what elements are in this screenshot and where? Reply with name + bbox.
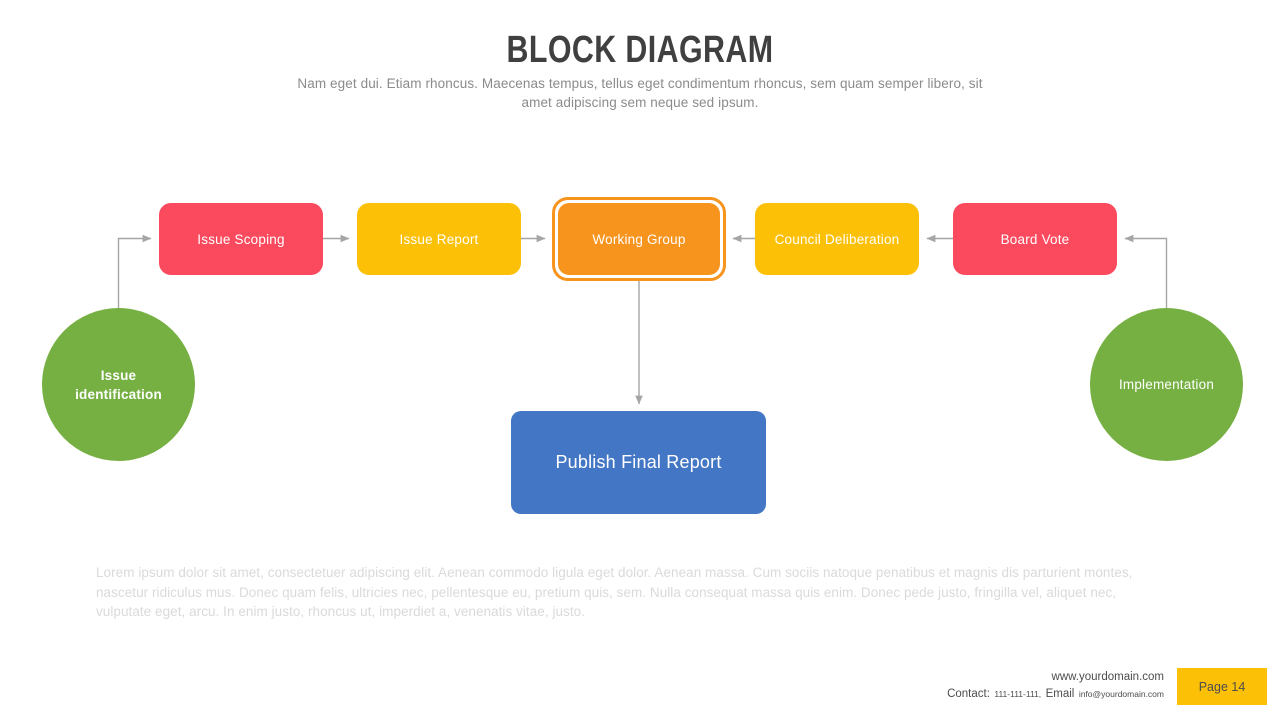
page-number-badge: Page 14	[1177, 668, 1267, 705]
node-issue-identification-label-line1: Issue	[100, 367, 137, 383]
footer-contact-label: Contact:	[947, 688, 990, 700]
node-working-group-inner: Working Group	[558, 203, 720, 275]
footer-email-address[interactable]: info@yourdomain.com	[1078, 689, 1164, 699]
page-subtitle: Nam eget dui. Etiam rhoncus. Maecenas te…	[297, 76, 983, 110]
node-issue-scoping-label: Issue Scoping	[197, 231, 285, 247]
node-issue-identification-label-line2: identification	[75, 386, 162, 402]
node-issue-identification-label: Issue identification	[75, 366, 162, 404]
node-issue-identification[interactable]: Issue identification	[42, 308, 195, 461]
node-publish-final-report[interactable]: Publish Final Report	[511, 411, 766, 514]
connector-implementation-to-board-vote	[1124, 234, 1168, 308]
node-implementation[interactable]: Implementation	[1090, 308, 1243, 461]
page-title: BLOCK DIAGRAM	[506, 29, 774, 71]
footer-contact: www.yourdomain.com Contact: 111-111-111,…	[734, 670, 1164, 702]
footer-email-label: Email	[1045, 688, 1075, 700]
node-council-deliberation-label: Council Deliberation	[774, 231, 900, 247]
node-issue-report-label: Issue Report	[399, 231, 479, 247]
node-issue-report[interactable]: Issue Report	[357, 203, 521, 275]
node-council-deliberation[interactable]: Council Deliberation	[755, 203, 919, 275]
footer-website[interactable]: www.yourdomain.com	[1051, 671, 1164, 683]
node-implementation-label: Implementation	[1118, 377, 1215, 392]
body-paragraph: Lorem ipsum dolor sit amet, consectetuer…	[96, 565, 1133, 619]
node-board-vote-label: Board Vote	[1000, 231, 1070, 247]
connector-issue-identification-to-issue-scoping	[117, 234, 152, 308]
page-number-label: Page 14	[1198, 679, 1246, 694]
node-working-group[interactable]: Working Group	[552, 197, 726, 281]
node-publish-final-report-label: Publish Final Report	[555, 452, 722, 472]
node-issue-scoping[interactable]: Issue Scoping	[159, 203, 323, 275]
node-board-vote[interactable]: Board Vote	[953, 203, 1117, 275]
footer-phone: 111-111-111,	[994, 689, 1042, 699]
footer-contact-line: Contact: 111-111-111, Email info@yourdom…	[734, 685, 1164, 702]
node-working-group-label: Working Group	[592, 231, 686, 247]
